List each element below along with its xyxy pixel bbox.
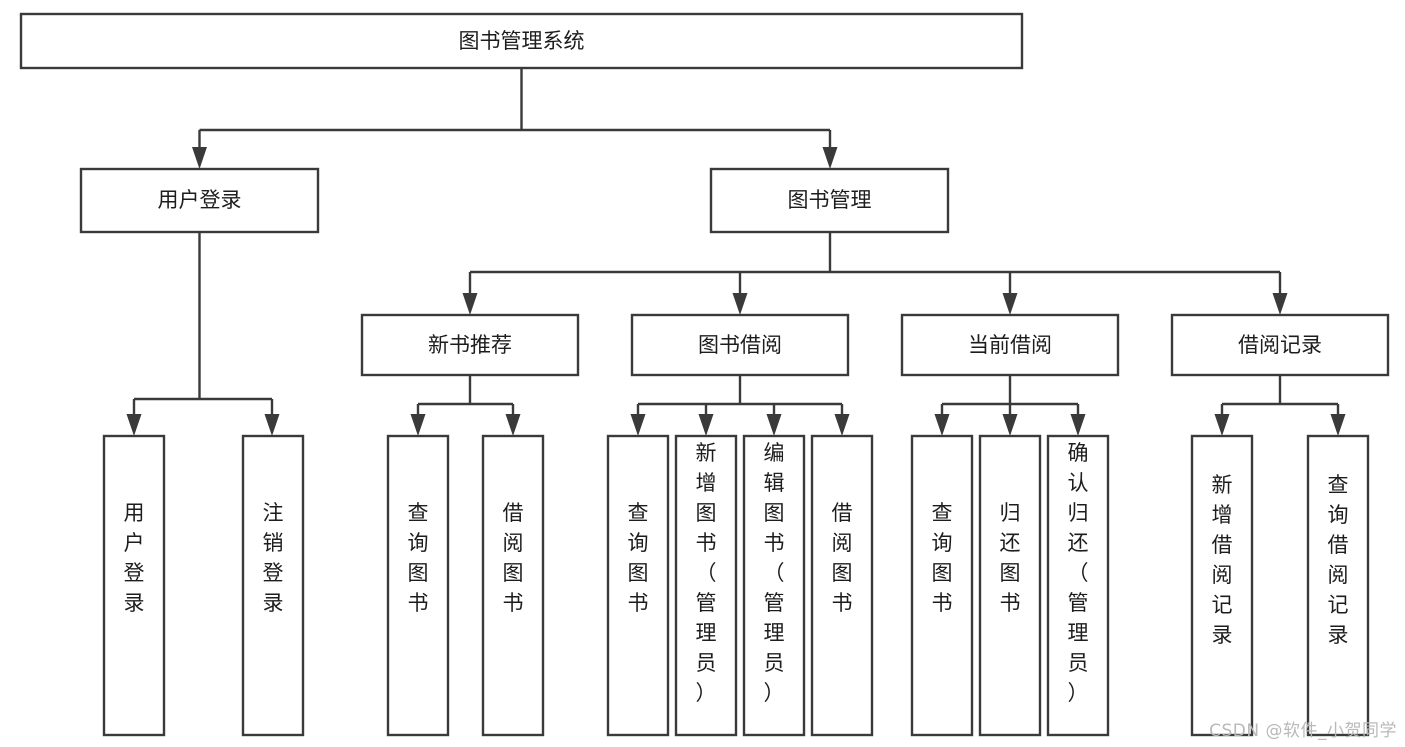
node-leaf-cu-return-label: 归还图书 [1000, 501, 1021, 615]
node-new-book-box[interactable] [360, 313, 580, 377]
node-leaf-user-login-box[interactable] [102, 434, 166, 737]
arrowhead-leaf-nb-borrow [505, 414, 521, 436]
arrowhead-leaf-bo-query [630, 414, 646, 436]
connector-layer [126, 68, 1346, 436]
node-leaf-nb-query-box[interactable] [386, 434, 450, 737]
node-leaf-re-add-box[interactable] [1190, 434, 1254, 737]
node-book-manage-label: 图书管理 [788, 188, 872, 212]
node-user-login-box[interactable] [79, 167, 320, 234]
arrowhead-current [1002, 293, 1018, 315]
arrowhead-leaf-re-query [1330, 414, 1346, 436]
node-current-label: 当前借阅 [968, 333, 1052, 357]
node-leaf-bo-edit-label: 编辑图书（管理员） [764, 441, 785, 705]
arrowhead-record [1272, 293, 1288, 315]
node-book-manage-box[interactable] [709, 167, 950, 234]
node-record[interactable]: 借阅记录 [1170, 313, 1390, 377]
node-record-box[interactable] [1170, 313, 1390, 377]
node-leaf-re-query-label: 查询借阅记录 [1328, 473, 1349, 647]
node-leaf-bo-add[interactable]: 新增图书（管理员） [674, 434, 738, 737]
node-root-box[interactable] [19, 12, 1024, 70]
node-leaf-cu-confirm-box[interactable] [1046, 434, 1110, 737]
node-record-label: 借阅记录 [1238, 333, 1322, 357]
arrowhead-leaf-cu-return [1002, 414, 1018, 436]
node-leaf-user-logout[interactable]: 注销登录 [241, 434, 305, 737]
arrowhead-leaf-nb-query [410, 414, 426, 436]
node-current-box[interactable] [900, 313, 1120, 377]
node-leaf-cu-return-box[interactable] [978, 434, 1042, 737]
edge-book-manage-to-level3 [468, 232, 1282, 298]
edge-borrow-to-leaves [636, 375, 844, 419]
edge-new-book-to-leaves [416, 375, 515, 419]
node-borrow-label: 图书借阅 [698, 333, 782, 357]
arrowhead-leaf-cu-confirm [1070, 414, 1086, 436]
node-leaf-user-login-label: 用户登录 [124, 501, 145, 615]
node-leaf-cu-return[interactable]: 归还图书 [978, 434, 1042, 737]
node-leaf-nb-borrow-label: 借阅图书 [503, 501, 524, 615]
node-leaf-bo-borrow[interactable]: 借阅图书 [810, 434, 874, 737]
node-leaf-bo-edit[interactable]: 编辑图书（管理员） [742, 434, 806, 737]
arrowhead-user-login [192, 147, 207, 169]
node-leaf-bo-borrow-box[interactable] [810, 434, 874, 737]
node-user-login[interactable]: 用户登录 [79, 167, 320, 234]
arrowhead-leaf-cu-query [934, 414, 950, 436]
node-leaf-nb-borrow-box[interactable] [481, 434, 545, 737]
node-leaf-nb-borrow[interactable]: 借阅图书 [481, 434, 545, 737]
node-leaf-user-login[interactable]: 用户登录 [102, 434, 166, 737]
arrowhead-leaf-bo-add [698, 414, 714, 436]
node-leaf-bo-add-box[interactable] [674, 434, 738, 737]
node-leaf-cu-confirm[interactable]: 确认归还（管理员） [1046, 434, 1110, 737]
node-leaf-bo-query[interactable]: 查询图书 [606, 434, 670, 737]
node-leaf-nb-query[interactable]: 查询图书 [386, 434, 450, 737]
node-leaf-re-add-label: 新增借阅记录 [1212, 473, 1233, 647]
node-leaf-re-query[interactable]: 查询借阅记录 [1306, 434, 1370, 737]
node-current[interactable]: 当前借阅 [900, 313, 1120, 377]
node-borrow[interactable]: 图书借阅 [630, 313, 850, 377]
node-leaf-bo-edit-box[interactable] [742, 434, 806, 737]
arrowhead-new-book [462, 293, 478, 315]
arrowhead-leaf-user-logout [264, 414, 280, 436]
node-leaf-cu-query-label: 查询图书 [932, 501, 953, 615]
node-borrow-box[interactable] [630, 313, 850, 377]
node-leaf-bo-borrow-label: 借阅图书 [832, 501, 853, 615]
node-leaf-cu-query[interactable]: 查询图书 [910, 434, 974, 737]
node-root[interactable]: 图书管理系统 [19, 12, 1024, 70]
node-root-label: 图书管理系统 [459, 29, 585, 53]
edge-record-to-leaves [1220, 375, 1340, 419]
arrowhead-leaf-bo-edit [766, 414, 782, 436]
node-book-manage[interactable]: 图书管理 [709, 167, 950, 234]
node-leaf-bo-query-box[interactable] [606, 434, 670, 737]
node-leaf-re-query-box[interactable] [1306, 434, 1370, 737]
node-leaf-cu-query-box[interactable] [910, 434, 974, 737]
node-leaf-bo-query-label: 查询图书 [628, 501, 649, 615]
arrowhead-book-manage [822, 147, 838, 169]
node-new-book[interactable]: 新书推荐 [360, 313, 580, 377]
edge-user-login-to-leaves [132, 232, 274, 419]
node-leaf-cu-confirm-label: 确认归还（管理员） [1068, 441, 1089, 705]
node-leaf-user-logout-box[interactable] [241, 434, 305, 737]
node-leaf-bo-add-label: 新增图书（管理员） [696, 441, 717, 705]
node-leaf-nb-query-label: 查询图书 [408, 501, 429, 615]
node-leaf-re-add[interactable]: 新增借阅记录 [1190, 434, 1254, 737]
arrowhead-leaf-user-login [126, 414, 142, 436]
arrowhead-leaf-re-add [1214, 414, 1230, 436]
edge-current-to-leaves [940, 375, 1080, 419]
node-user-login-label: 用户登录 [158, 188, 242, 212]
edge-root-to-level2 [198, 68, 832, 152]
arrowhead-borrow [732, 293, 748, 315]
arrowhead-leaf-bo-borrow [834, 414, 850, 436]
node-new-book-label: 新书推荐 [428, 333, 512, 357]
node-leaf-user-logout-label: 注销登录 [263, 501, 284, 615]
